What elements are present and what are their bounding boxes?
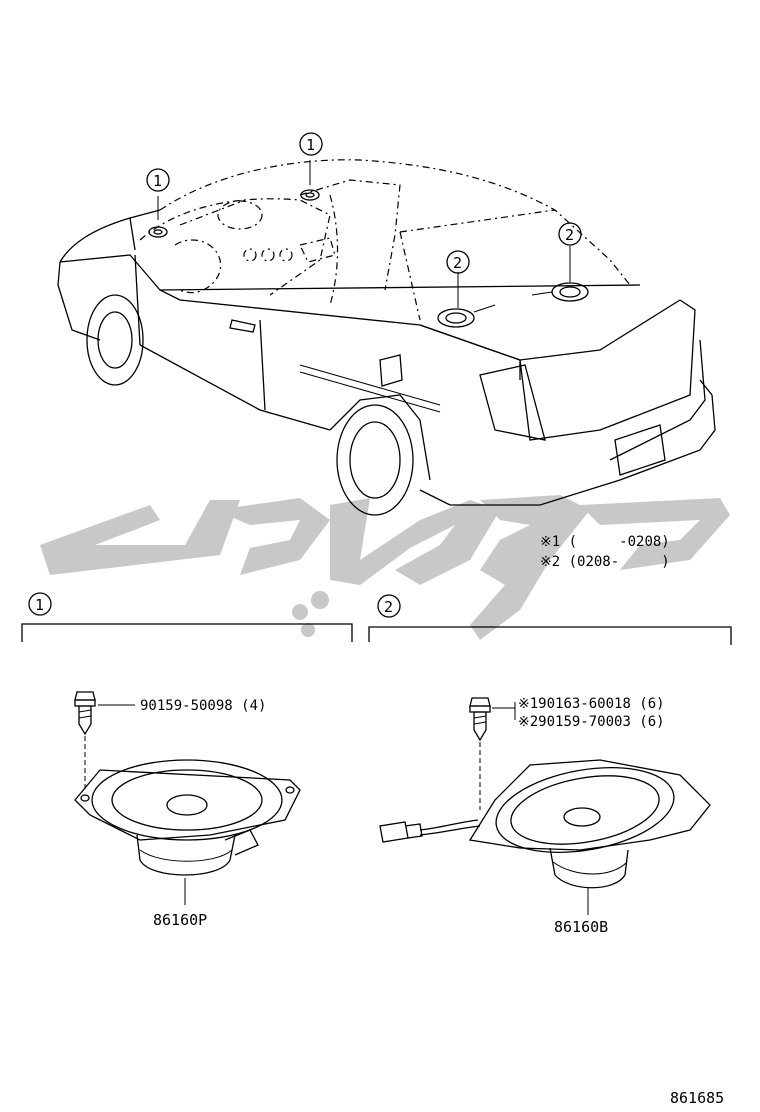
vehicle-illustration: 1 1 2 2 (57, 132, 716, 516)
screw-icon (469, 697, 491, 810)
applicability-note-1: ※1 ( -0208) (540, 534, 670, 550)
front-speaker-assembly: 90159-50098 (4) 86160P (74, 691, 301, 929)
callout-front-left: 1 (153, 172, 162, 190)
rear-speaker-left-marker (437, 272, 496, 328)
section-2-bracket (368, 626, 732, 645)
screw-part-number-1: 90159-50098 (4) (140, 698, 266, 714)
speaker-part-number-1: 86160P (153, 911, 207, 929)
screw-part-number-2b: ※290159-70003 (6) (518, 714, 665, 730)
callout-rear-right: 2 (565, 226, 574, 244)
callout-front-right: 1 (306, 136, 315, 154)
connector-icon (379, 819, 481, 843)
section-1-marker: 1 (35, 596, 44, 614)
rear-speaker-assembly: ※190163-60018 (6) ※290159-70003 (6) 8616… (379, 696, 711, 936)
front-speaker-left-marker (148, 196, 168, 238)
screw-part-number-2a: ※190163-60018 (6) (518, 696, 665, 712)
section-2-marker: 2 (384, 598, 393, 616)
section-1-bracket (21, 623, 353, 642)
screw-icon (74, 691, 96, 790)
applicability-note-2: ※2 (0208- ) (540, 554, 670, 570)
rear-speaker-right-marker (531, 246, 589, 302)
speaker-part-number-2: 86160B (554, 918, 608, 936)
watermark-logo (40, 495, 730, 640)
speaker-icon (74, 759, 301, 905)
figure-id: 861685 (670, 1089, 724, 1107)
speaker-icon (468, 759, 711, 915)
front-speaker-right-marker (300, 160, 320, 201)
callout-rear-left: 2 (453, 254, 462, 272)
